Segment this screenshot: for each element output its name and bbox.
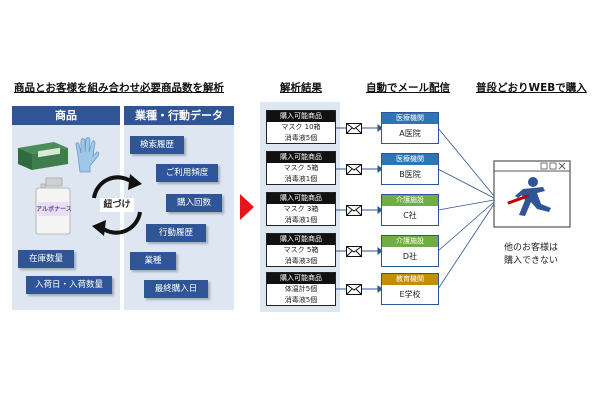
heading-results: 解析結果 xyxy=(280,82,322,94)
mail-envelope-icon xyxy=(346,284,362,295)
result-card-1: 購入可能商品 マスク 10箱 消毒液5個 xyxy=(266,110,336,144)
destination-name: D社 xyxy=(402,252,418,261)
result-card-4: 購入可能商品 マスク 5箱 消毒液3個 xyxy=(266,233,336,267)
item-search-history: 検索履歴 xyxy=(130,136,184,154)
destination-name: B医院 xyxy=(399,170,421,179)
result-line: 消毒液3個 xyxy=(284,256,318,265)
result-line: 消毒液1個 xyxy=(284,215,318,224)
item-arrival-date: 入荷日・入荷数量 xyxy=(26,276,112,294)
heading-web: 普段どおりWEBで購入 xyxy=(476,82,587,94)
cycle-arrows-icon xyxy=(92,174,142,236)
destination-name: C社 xyxy=(403,211,417,220)
destination-name: E学校 xyxy=(399,290,421,299)
result-header: 購入可能商品 xyxy=(267,111,335,122)
result-header: 購入可能商品 xyxy=(267,152,335,163)
destination-name: A医院 xyxy=(399,129,421,138)
mask-box-image xyxy=(18,142,68,170)
item-usage-frequency: ご利用頻度 xyxy=(156,164,218,182)
destination-category: 教育機関 xyxy=(382,274,438,285)
cycle-label: 紐づけ xyxy=(100,198,134,212)
result-line: マスク 5箱 xyxy=(283,164,319,172)
destination-category: 医療機関 xyxy=(382,113,438,124)
running-person-icon xyxy=(515,177,551,216)
flow-arrow-icon xyxy=(240,194,254,220)
item-industry: 業種 xyxy=(130,252,176,270)
result-line: 消毒液5個 xyxy=(284,295,318,304)
result-line: マスク 3箱 xyxy=(283,205,319,213)
business-panel-title: 業種・行動データ xyxy=(124,106,234,125)
web-note: 他のお客様は 購入できない xyxy=(496,242,566,268)
destination-category: 介護施設 xyxy=(382,195,438,206)
result-header: 購入可能商品 xyxy=(267,273,335,284)
result-line: マスク 5箱 xyxy=(283,246,319,254)
item-stock-quantity: 在庫数量 xyxy=(18,250,74,268)
item-last-purchase-date: 最終購入日 xyxy=(144,280,208,298)
heading-mail: 自動でメール配信 xyxy=(366,82,450,94)
sanitizer-bottle-image xyxy=(35,177,71,235)
mail-envelope-icon xyxy=(346,205,362,216)
result-line: 消毒液1個 xyxy=(284,174,318,183)
mail-envelope-icon xyxy=(346,123,362,134)
result-card-5: 購入可能商品 体温計5個 消毒液5個 xyxy=(266,272,336,306)
bottle-label: アルボナース xyxy=(36,206,72,213)
mail-envelope-icon xyxy=(346,246,362,257)
result-header: 購入可能商品 xyxy=(267,234,335,245)
purchase-flow-lines xyxy=(438,127,495,290)
heading-analysis: 商品とお客様を組み合わせ必要商品数を解析 xyxy=(14,82,224,94)
result-header: 購入可能商品 xyxy=(267,193,335,204)
mail-flow-arrows xyxy=(336,124,383,293)
web-note-line: 購入できない xyxy=(503,256,558,266)
result-card-3: 購入可能商品 マスク 3箱 消毒液1個 xyxy=(266,192,336,226)
destination-category: 医療機関 xyxy=(382,154,438,165)
result-line: マスク 10箱 xyxy=(281,123,321,131)
result-card-2: 購入可能商品 マスク 5箱 消毒液1個 xyxy=(266,151,336,185)
web-browser-window xyxy=(493,160,571,228)
destination-category: 介護施設 xyxy=(382,236,438,247)
result-line: 消毒液5個 xyxy=(284,133,318,142)
destination-c-company: 介護施設 C社 xyxy=(381,194,439,226)
item-purchase-count: 購入回数 xyxy=(166,194,222,212)
item-action-history: 行動履歴 xyxy=(146,224,206,242)
products-panel-title: 商品 xyxy=(12,106,120,125)
destination-a-clinic: 医療機関 A医院 xyxy=(381,112,439,144)
destination-b-clinic: 医療機関 B医院 xyxy=(381,153,439,185)
mail-envelope-icon xyxy=(346,164,362,175)
glove-image xyxy=(75,137,100,173)
destination-d-company: 介護施設 D社 xyxy=(381,235,439,267)
result-line: 体温計5個 xyxy=(284,285,318,293)
destination-e-school: 教育機関 E学校 xyxy=(381,273,439,305)
web-note-line: 他のお客様は xyxy=(503,243,558,253)
